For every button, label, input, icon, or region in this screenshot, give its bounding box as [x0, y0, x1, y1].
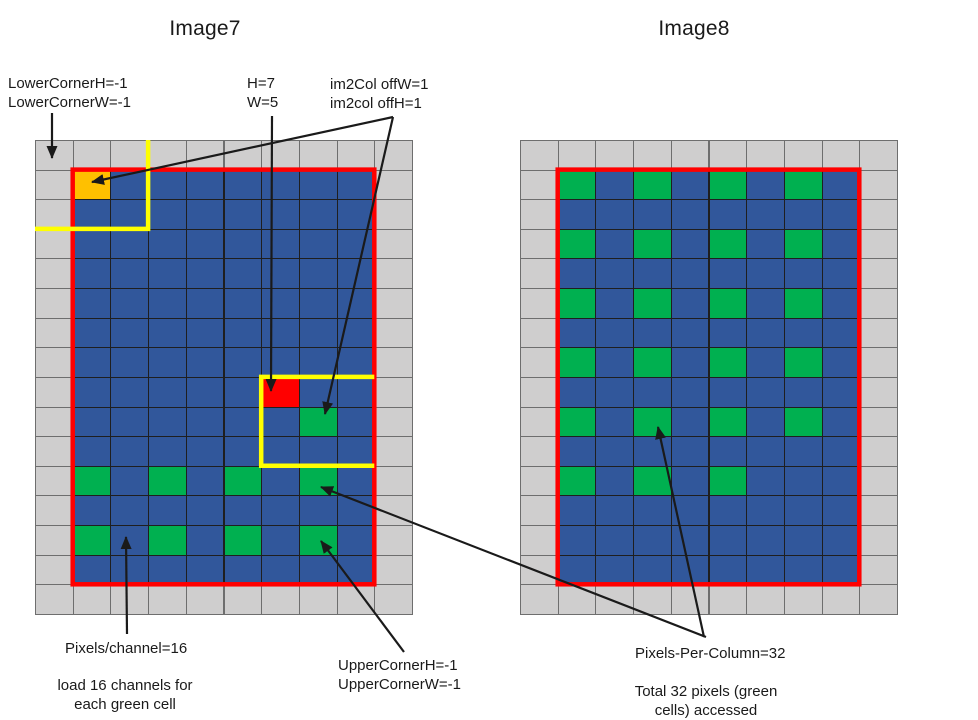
pixels-per-column-label: Pixels-Per-Column=32: [635, 644, 785, 663]
image8-grid-cell-gray: [859, 347, 898, 378]
image7-grid-cell-gray: [72, 584, 112, 615]
image8-grid-cell-gray: [520, 199, 559, 230]
lower-corner-label-line: LowerCornerW=-1: [8, 94, 131, 111]
image8-grid-cell-gray: [859, 140, 898, 171]
image8-grid-cell-gray: [859, 584, 898, 615]
image8-grid-cell-gray: [859, 554, 898, 586]
image8-grid-cell-gray: [859, 317, 898, 349]
image7-grid-cell-gray: [148, 584, 187, 615]
pixels-per-column-label-line: Pixels-Per-Column=32: [635, 645, 786, 662]
image8-grid-cell-gray: [557, 140, 597, 171]
load-channels-label-line: load 16 channels for: [57, 677, 193, 694]
lower-corner-label-line: LowerCornerH=-1: [8, 75, 128, 92]
image7-grid-cell-gray: [223, 584, 263, 615]
image8-grid-cell-gray: [859, 406, 898, 438]
upper-corner-label-line: UpperCornerH=-1: [338, 657, 458, 674]
total-pixels-label-line: Total 32 pixels (green: [634, 683, 778, 700]
image7-grid-cell-gray: [35, 584, 74, 615]
load-channels-label-line: each green cell: [74, 696, 176, 713]
total-pixels-label-line: cells) accessed: [654, 702, 758, 719]
image8-grid-cell-gray: [859, 436, 898, 467]
im2col-label-line: im2Col offW=1: [330, 76, 429, 93]
title-image8: Image8: [658, 17, 730, 40]
pixels-channel-label: Pixels/channel=16: [65, 639, 187, 658]
image7-grid-cell-gray: [35, 436, 74, 467]
image8-grid-cell-gray: [520, 228, 559, 260]
image8-grid-cell-gray: [520, 140, 559, 171]
image8-grid-cell-gray: [670, 140, 710, 171]
image7-grid-cell-gray: [35, 495, 74, 527]
image8-grid-cell-gray: [520, 436, 559, 467]
image8-grid-cell-gray: [859, 199, 898, 230]
hw-label-line: H=7: [247, 75, 275, 92]
image8-grid-cell-gray: [859, 376, 898, 408]
image7-grid-cell-gray: [35, 554, 74, 586]
im2col-label-line: im2col offH=1: [330, 95, 422, 112]
pixels-channel-label-line: Pixels/channel=16: [65, 640, 188, 657]
im2col-label: im2Col offW=1 im2col offH=1: [330, 75, 429, 113]
image8-grid-cell-gray: [520, 376, 559, 408]
image8-grid-cell-gray: [859, 465, 898, 497]
hw-label-line: W=5: [247, 94, 279, 111]
total-pixels-label: Total 32 pixels (green cells) accessed: [556, 682, 856, 720]
image8-grid-cell-gray: [520, 406, 559, 438]
image8-grid-cell-gray: [746, 140, 785, 171]
image7-grid-cell-gray: [35, 406, 74, 438]
title-image7: Image7: [169, 17, 241, 40]
load-channels-label: load 16 channels for each green cell: [0, 676, 275, 714]
image8-grid-cell-gray: [859, 169, 898, 201]
upper-corner-label-line: UpperCornerW=-1: [338, 676, 461, 693]
image8-grid-cell-gray: [859, 525, 898, 556]
